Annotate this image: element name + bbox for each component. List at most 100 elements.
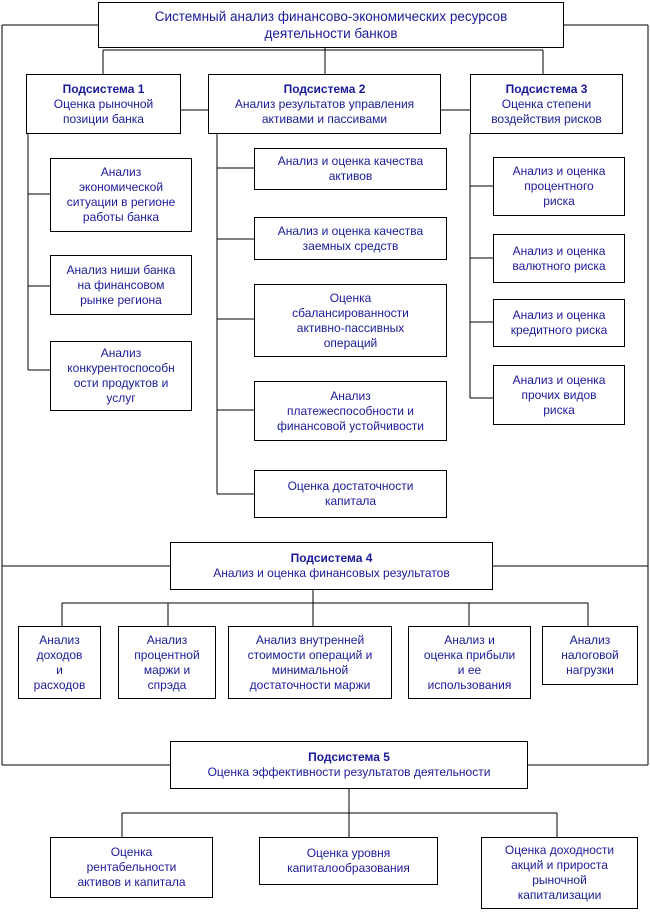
item-text-line: оценка прибыли xyxy=(423,647,516,662)
item-text-line: и xyxy=(56,662,63,677)
item-text-line: конкурентоспособн xyxy=(67,361,175,375)
subsystem-3-item-other-risks: Анализ и оценка прочих видов риска xyxy=(493,365,625,425)
item-text-line: налоговой xyxy=(561,648,619,662)
subsystem-5-box: Подсистема 5 Оценка эффективности резуль… xyxy=(170,741,528,789)
item-text-line: Анализ и оценка xyxy=(512,308,606,322)
item-text-line: и ее xyxy=(457,662,482,677)
item-text-line: Анализ и оценка xyxy=(512,243,606,258)
root-title-line2: деятельности банков xyxy=(264,26,398,41)
item-text-line: Анализ и оценка качества xyxy=(277,223,424,238)
item-text-line: процентной xyxy=(134,647,200,662)
subsystem-5-name-line: Оценка эффективности результатов деятель… xyxy=(207,765,491,779)
item-text-line: Анализ xyxy=(100,346,142,360)
item-text-line: маржи и xyxy=(143,662,191,677)
subsystem-4-item-income-expenses: Анализ доходов и расходов xyxy=(18,626,101,699)
subsystem-2-name-line: Анализ результатов управления xyxy=(234,96,415,111)
item-text-line: заемных средств xyxy=(302,238,399,253)
root-title-line1: Системный анализ финансово-экономических… xyxy=(154,9,508,24)
subsystem-4-item-tax-burden: Анализ налоговой нагрузки xyxy=(542,626,638,685)
subsystem-2-item-borrowed-funds: Анализ и оценка качества заемных средств xyxy=(254,217,447,260)
subsystem-5-item-capital-formation: Оценка уровня капиталообразования xyxy=(259,837,438,885)
item-text-line: ситуации в регионе xyxy=(66,195,176,209)
item-text-line: достаточности маржи xyxy=(249,677,371,692)
item-text-line: Анализ и оценка xyxy=(512,164,606,178)
subsystem-1-name-line: позиции банка xyxy=(63,111,144,126)
subsystem-1-item-economic-situation: Анализ экономической ситуации в регионе … xyxy=(50,158,192,232)
subsystem-2-name-line: активами и пассивами xyxy=(261,111,388,126)
item-text-line: кредитного риска xyxy=(510,323,608,337)
subsystem-2-item-solvency: Анализ платежеспособности и финансовой у… xyxy=(254,381,447,441)
subsystem-1-name-line: Оценка рыночной xyxy=(53,96,154,111)
item-text-line: капитала xyxy=(324,494,377,508)
subsystem-4-item-profit: Анализ и оценка прибыли и ее использован… xyxy=(408,626,531,699)
item-text-line: спрэда xyxy=(147,677,187,692)
item-text-line: сбалансированности xyxy=(292,305,409,320)
item-text-line: работы банка xyxy=(82,210,160,224)
item-text-line: финансовой устойчивости xyxy=(277,418,424,433)
subsystem-2-box: Подсистема 2 Анализ результатов управлен… xyxy=(208,74,441,134)
item-text-line: расходов xyxy=(33,677,86,692)
item-text-line: риска xyxy=(543,194,575,208)
item-text-line: Оценка xyxy=(329,290,372,305)
item-text-line: стоимости операций и xyxy=(247,647,373,662)
item-text-line: на финансовом xyxy=(77,277,165,292)
subsystem-5-title: Подсистема 5 xyxy=(308,750,390,764)
subsystem-2-item-balance: Оценка сбалансированности активно-пассив… xyxy=(254,284,447,357)
subsystem-2-item-capital-adequacy: Оценка достаточности капитала xyxy=(254,470,447,518)
subsystem-4-title: Подсистема 4 xyxy=(290,551,373,565)
item-text-line: минимальной xyxy=(271,662,349,677)
subsystem-3-box: Подсистема 3 Оценка степени воздействия … xyxy=(470,74,623,134)
subsystem-3-item-interest-risk: Анализ и оценка процентного риска xyxy=(493,157,625,216)
item-text-line: Анализ и оценка качества xyxy=(277,154,424,168)
item-text-line: Анализ xyxy=(39,632,80,647)
item-text-line: экономической xyxy=(78,180,164,194)
subsystem-1-item-market-niche: Анализ ниши банка на финансовом рынке ре… xyxy=(50,255,192,315)
subsystem-1-item-competitiveness: Анализ конкурентоспособн ости продуктов … xyxy=(50,341,192,411)
item-text-line: нагрузки xyxy=(566,663,614,677)
item-text-line: операций xyxy=(323,335,378,350)
item-text-line: активов xyxy=(328,169,373,183)
item-text-line: рыночной xyxy=(532,873,587,887)
subsystem-3-item-currency-risk: Анализ и оценка валютного риска xyxy=(493,234,625,283)
item-text-line: рентабельности xyxy=(86,860,177,874)
item-text-line: прочих видов xyxy=(521,387,597,402)
item-text-line: Анализ и xyxy=(444,632,495,647)
item-text-line: рынке региона xyxy=(80,292,162,307)
item-text-line: услуг xyxy=(106,391,136,405)
subsystem-1-box: Подсистема 1 Оценка рыночной позиции бан… xyxy=(26,74,181,134)
item-text-line: активно-пассивных xyxy=(296,320,405,335)
item-text-line: акций и прироста xyxy=(511,858,608,872)
item-text-line: Анализ xyxy=(330,388,371,403)
subsystem-3-item-credit-risk: Анализ и оценка кредитного риска xyxy=(493,299,625,347)
subsystem-3-name-line: воздействия рисков xyxy=(491,111,602,126)
subsystem-4-name-line: Анализ и оценка финансовых результатов xyxy=(213,566,450,580)
item-text-line: риска xyxy=(543,402,575,417)
item-text-line: доходов xyxy=(36,647,83,662)
item-text-line: Анализ и оценка xyxy=(512,372,606,387)
subsystem-5-item-profitability: Оценка рентабельности активов и капитала xyxy=(50,837,213,898)
item-text-line: Анализ внутренней xyxy=(255,632,365,647)
item-text-line: Анализ xyxy=(569,633,611,647)
item-text-line: процентного xyxy=(524,179,594,193)
item-text-line: активов и капитала xyxy=(77,875,186,889)
item-text-line: капиталообразования xyxy=(287,861,410,875)
subsystem-3-title: Подсистема 3 xyxy=(505,81,588,96)
subsystem-4-box: Подсистема 4 Анализ и оценка финансовых … xyxy=(170,542,493,590)
item-text-line: Оценка доходности xyxy=(504,843,615,857)
item-text-line: Анализ xyxy=(146,632,188,647)
item-text-line: Оценка уровня xyxy=(306,846,391,860)
item-text-line: ости продуктов и xyxy=(73,376,169,390)
subsystem-2-title: Подсистема 2 xyxy=(283,81,366,96)
item-text-line: Оценка xyxy=(110,845,153,859)
subsystem-1-title: Подсистема 1 xyxy=(62,81,145,96)
item-text-line: использования xyxy=(427,677,512,692)
subsystem-4-item-interest-margin: Анализ процентной маржи и спрэда xyxy=(118,626,216,699)
item-text-line: Оценка достаточности xyxy=(287,479,414,493)
item-text-line: капитализации xyxy=(517,888,602,902)
subsystem-5-item-share-yield: Оценка доходности акций и прироста рыноч… xyxy=(481,837,638,909)
item-text-line: Анализ ниши банка xyxy=(66,262,176,277)
subsystem-2-item-asset-quality: Анализ и оценка качества активов xyxy=(254,148,447,190)
item-text-line: валютного риска xyxy=(512,258,606,273)
item-text-line: Анализ xyxy=(100,165,142,179)
